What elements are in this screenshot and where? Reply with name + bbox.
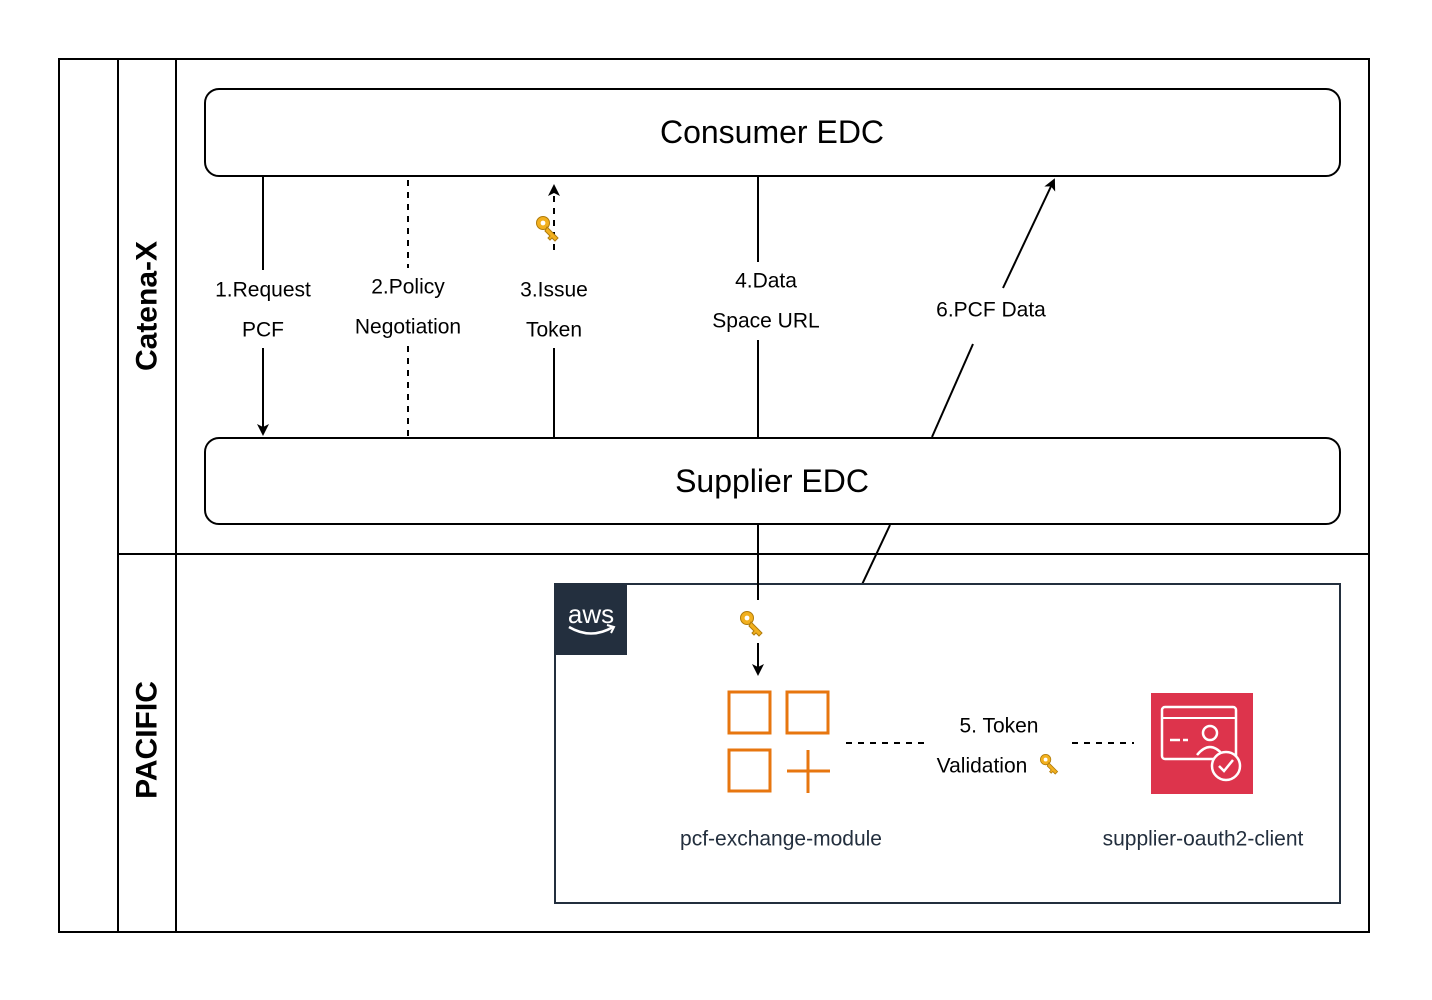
flow-5-label-line-2: Validation — [937, 755, 1028, 778]
flow-supplier-to-module — [740, 525, 764, 676]
flow-3-label-line-1: 3.Issue — [520, 279, 588, 302]
consumer-edc-node[interactable]: Consumer EDC — [204, 88, 1341, 177]
flow-6-label: 6.PCF Data — [936, 299, 1046, 322]
pool-frame — [58, 58, 1370, 933]
flow-5-label-line-1: 5. Token — [959, 715, 1038, 738]
flow-2-label-line-2: Negotiation — [355, 316, 461, 339]
consumer-edc-label: Consumer EDC — [660, 114, 884, 150]
flow-4-label-line-1: 4.Data — [735, 270, 797, 293]
aws-logo-text: aws — [568, 599, 614, 629]
flow-request-pcf: 1.Request PCF — [215, 177, 311, 436]
oauth-identity-card-icon[interactable] — [1151, 693, 1253, 794]
aws-smile-icon — [568, 625, 614, 635]
flow-1-label-line-1: 1.Request — [215, 279, 311, 302]
flow-2-label-line-1: 2.Policy — [371, 276, 445, 299]
flow-1-label-line-2: PCF — [242, 319, 284, 342]
flow-token-validation: 5. Token Validation — [846, 715, 1134, 778]
pcf-exchange-module-label: pcf-exchange-module — [680, 828, 882, 851]
lane-title-catena-x: Catena-X — [131, 241, 164, 371]
lane-title-pacific: PACIFIC — [131, 681, 164, 799]
flow-4-label-line-2: Space URL — [712, 310, 819, 333]
supplier-oauth2-client-label: supplier-oauth2-client — [1103, 828, 1304, 851]
aws-badge — [555, 584, 627, 655]
flow-policy-negotiation: 2.Policy Negotiation — [355, 180, 461, 437]
container-module-icon[interactable] — [727, 690, 830, 793]
supplier-edc-node[interactable]: Supplier EDC — [204, 437, 1341, 525]
flow-data-space-url: 4.Data Space URL — [712, 177, 820, 438]
supplier-edc-label: Supplier EDC — [675, 463, 869, 499]
flow-issue-token: 3.Issue Token — [520, 184, 588, 438]
flow-3-label-line-2: Token — [526, 319, 582, 342]
